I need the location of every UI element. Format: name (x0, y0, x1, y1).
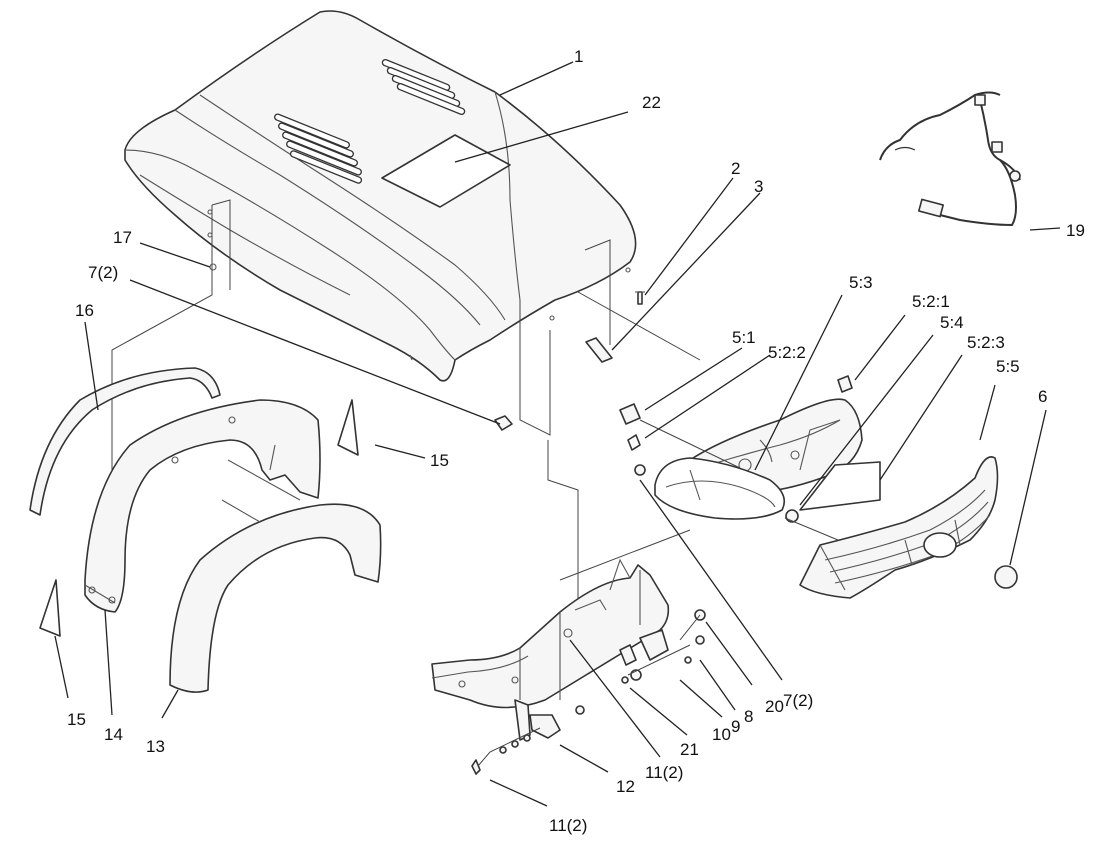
callout-20: 20 (765, 697, 784, 716)
callout-5-5: 5:5 (996, 357, 1020, 376)
callout-labels: 1 22 2 3 17 7(2) 16 15 15 14 13 12 11(2)… (67, 47, 1085, 835)
callout-19: 19 (1066, 221, 1085, 240)
callout-3: 3 (754, 177, 763, 196)
callout-5-2-1: 5:2:1 (912, 292, 950, 311)
callout-10: 10 (712, 725, 731, 744)
callout-5-4: 5:4 (940, 313, 964, 332)
headlight-lens-part (654, 457, 786, 520)
callout-17: 17 (113, 228, 132, 247)
rear-fender-part (84, 399, 321, 613)
decal-part (381, 134, 511, 208)
callout-2: 2 (731, 159, 740, 178)
bracket-hardware (471, 609, 706, 775)
callout-9: 9 (731, 717, 740, 736)
callout-22: 22 (642, 93, 661, 112)
clip-fastener (585, 337, 613, 363)
wedge-part-left (39, 579, 61, 637)
callout-11-2-lower: 11(2) (549, 816, 587, 835)
callout-6: 6 (1038, 387, 1047, 406)
mounting-bracket-part (431, 558, 670, 741)
hood-part (124, 10, 637, 382)
screw-fastener (635, 291, 645, 305)
callout-13: 13 (146, 737, 165, 756)
knob-part (994, 565, 1018, 589)
callout-5-2-3: 5:2:3 (967, 333, 1005, 352)
callout-5-3: 5:3 (849, 273, 873, 292)
callout-12: 12 (616, 777, 635, 796)
grille-part (799, 456, 999, 599)
callout-5-2-2: 5:2:2 (768, 343, 806, 362)
headlight-small-parts (619, 403, 851, 546)
callout-1: 1 (574, 47, 583, 66)
callout-7-2-right: 7(2) (783, 691, 813, 710)
callout-21: 21 (680, 740, 699, 759)
wire-harness-part (879, 91, 1021, 227)
lens-panel-part (799, 461, 881, 511)
callout-15-right: 15 (430, 451, 449, 470)
callout-14: 14 (104, 725, 123, 744)
callout-11-2-upper: 11(2) (645, 763, 683, 782)
hood-vents (274, 58, 466, 184)
trim-strip-part (29, 367, 221, 516)
hood-nut (494, 415, 513, 431)
wedge-part-right (337, 399, 359, 456)
callout-8: 8 (744, 707, 753, 726)
callout-15-left: 15 (67, 710, 86, 729)
rear-fender-lower-part (169, 503, 382, 693)
callout-5-1: 5:1 (732, 328, 756, 347)
callout-7-2: 7(2) (88, 263, 118, 282)
callout-16: 16 (75, 301, 94, 320)
leader-lines (54, 61, 1061, 807)
